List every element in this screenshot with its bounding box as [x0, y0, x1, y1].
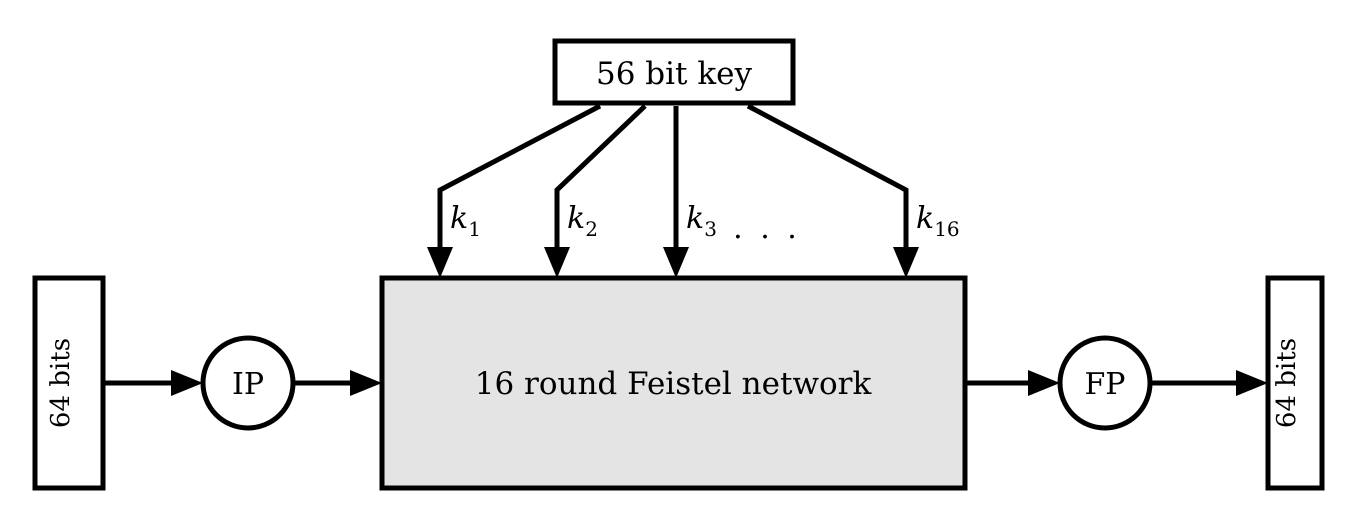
round-key-label-k3: k3: [686, 201, 717, 241]
arrow-feistel-to-fp-head: [1028, 370, 1060, 396]
round-key-base-k3: k: [686, 201, 704, 236]
key-line-k1: [437, 103, 602, 262]
key-line-k16: [746, 103, 909, 262]
output-box-label: 64 bits: [1272, 338, 1302, 428]
round-key-label-k16: k16: [916, 201, 960, 241]
key-box-rect: [552, 38, 796, 106]
initial-permutation-node: IP: [200, 335, 296, 431]
feistel-box-rect: [379, 275, 968, 491]
key-arrowhead-k16: [893, 247, 919, 278]
arrow-input-to-ip-head: [171, 370, 203, 396]
round-key-sub-k3: 3: [704, 217, 717, 241]
arrow-fp-to-output-head: [1236, 370, 1268, 396]
round-key-sub-k2: 2: [585, 217, 598, 241]
feistel-box-label: 16 round Feistel network: [475, 366, 872, 402]
arrow-fp-to-output: [1150, 370, 1268, 396]
output-box-rect: [1265, 275, 1325, 491]
round-key-sub-k1: 1: [468, 217, 481, 241]
key-box-label: 56 bit key: [596, 56, 753, 92]
key-line-k2: [554, 104, 647, 262]
key-arrowhead-k1: [427, 247, 453, 278]
round-key-connectors: [427, 103, 919, 278]
arrow-input-to-ip: [103, 370, 203, 396]
round-key-label-k2: k2: [567, 201, 598, 241]
key-arrowhead-k2: [544, 247, 570, 278]
fp-label: FP: [1084, 367, 1125, 402]
feistel-network-box: 16 round Feistel network: [379, 275, 968, 491]
final-permutation-node: FP: [1057, 335, 1153, 431]
round-key-label-k1: k1: [450, 201, 481, 241]
input-box: 64 bits: [32, 275, 106, 491]
round-key-labels: k1 k2 k3 . . . k16: [450, 201, 960, 246]
round-key-base-k16: k: [916, 201, 934, 236]
key-arrowhead-k3: [663, 247, 689, 278]
round-key-sub-k16: 16: [934, 217, 959, 241]
ip-label: IP: [232, 367, 264, 402]
key-box: 56 bit key: [552, 38, 796, 106]
arrow-feistel-to-fp: [965, 370, 1060, 396]
input-box-label: 64 bits: [46, 338, 76, 428]
arrow-ip-to-feistel: [293, 370, 382, 396]
round-key-base-k1: k: [450, 201, 468, 236]
arrow-ip-to-feistel-head: [350, 370, 382, 396]
output-box: 64 bits: [1265, 275, 1325, 491]
round-key-ellipsis: . . .: [733, 211, 801, 246]
round-key-base-k2: k: [567, 201, 585, 236]
